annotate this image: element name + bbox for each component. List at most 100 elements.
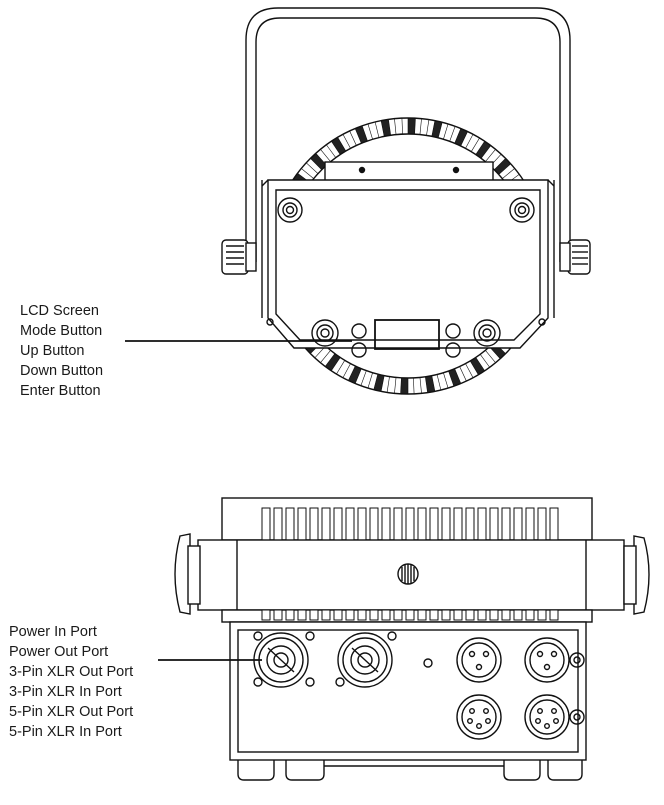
heatsink-fin <box>309 609 319 621</box>
control-panel-plate <box>267 179 549 349</box>
heatsink-fin <box>477 507 487 541</box>
heatsink-tooth <box>431 120 443 139</box>
connector-panel <box>229 621 587 761</box>
tilt-lock-knob <box>397 563 419 585</box>
heatsink-fin <box>333 507 343 541</box>
heatsink-fin <box>501 609 511 621</box>
callout-label: Down Button <box>20 363 104 379</box>
heatsink-fin <box>549 507 559 541</box>
heatsink-fin <box>465 609 475 621</box>
callout-label: 3-Pin XLR In Port <box>9 684 122 700</box>
heatsink-fin <box>489 609 499 621</box>
heatsink-fin <box>393 609 403 621</box>
mounting-screw <box>509 197 535 223</box>
heatsink-tooth <box>443 123 456 142</box>
top-callout-labels: LCD Screen Mode Button Up Button Down Bu… <box>20 301 103 401</box>
callout-label: 5-Pin XLR In Port <box>9 724 122 740</box>
heatsink-fin <box>453 609 463 621</box>
heatsink-fin <box>525 609 535 621</box>
5-pin-xlr-in-port <box>524 694 585 740</box>
heatsink-fin <box>357 507 367 541</box>
3-pin-xlr-in-port <box>524 637 585 683</box>
callout-label: 5-Pin XLR Out Port <box>9 704 134 720</box>
heatsink-fin <box>261 507 271 541</box>
callout-label: 3-Pin XLR Out Port <box>9 664 134 680</box>
heatsink-fin <box>261 609 271 621</box>
heatsink-fin <box>297 507 307 541</box>
heatsink-fin <box>381 609 391 621</box>
heatsink-fin <box>501 507 511 541</box>
heatsink-tooth <box>373 373 385 392</box>
right-side-knob <box>623 535 650 615</box>
heatsink-tooth <box>394 117 403 135</box>
mounting-screw <box>473 319 501 347</box>
top-view-fixture <box>125 7 591 395</box>
bottom-view-fixture <box>158 497 650 781</box>
callout-label: Up Button <box>20 343 85 359</box>
heatsink-tooth <box>380 119 392 137</box>
heatsink-fin <box>381 507 391 541</box>
heatsink-fin <box>549 609 559 621</box>
heatsink-fin <box>441 507 451 541</box>
heatsink-fin <box>417 507 427 541</box>
heatsink-fin <box>345 609 355 621</box>
yoke-bracket <box>245 7 571 262</box>
heatsink-fin <box>513 507 523 541</box>
heatsink-fin <box>297 609 307 621</box>
callout-label: Power In Port <box>9 624 97 640</box>
lcd-screen <box>374 319 440 350</box>
callout-label: Power Out Port <box>9 644 109 660</box>
heatsink-fin <box>429 507 439 541</box>
bottom-callout-labels: Power In Port Power Out Port 3-Pin XLR O… <box>9 622 133 742</box>
heatsink-fin <box>453 507 463 541</box>
heatsink-fin <box>285 507 295 541</box>
heatsink-tooth <box>367 121 380 140</box>
left-side-knob <box>174 533 201 615</box>
heatsink-fins <box>261 507 559 541</box>
callout-label: Mode Button <box>20 323 103 339</box>
heatsink-fin <box>465 507 475 541</box>
heatsink-fin <box>369 609 379 621</box>
heatsink-fin <box>513 609 523 621</box>
heatsink-fin <box>405 609 415 621</box>
heatsink-tooth <box>436 372 449 391</box>
left-yoke-knob <box>221 239 257 275</box>
heatsink-fin <box>537 507 547 541</box>
heatsink-fin <box>525 507 535 541</box>
heatsink-fin <box>417 609 427 621</box>
heatsink-tooth <box>400 377 409 395</box>
heatsink-fin <box>345 507 355 541</box>
heatsink-fin <box>429 609 439 621</box>
right-yoke-knob <box>559 239 591 275</box>
heatsink-fin <box>333 609 343 621</box>
heatsink-fin <box>369 507 379 541</box>
callout-label: LCD Screen <box>20 303 99 319</box>
heatsink-fin <box>273 507 283 541</box>
power-out-port <box>337 632 393 688</box>
mode-button <box>351 323 367 339</box>
heatsink-fin <box>489 507 499 541</box>
3-pin-xlr-out-port <box>456 637 502 683</box>
5-pin-xlr-out-port <box>456 694 502 740</box>
mounting-screw <box>277 197 303 223</box>
heatsink-fin <box>441 609 451 621</box>
feet <box>237 760 583 781</box>
callout-label: Enter Button <box>20 383 101 399</box>
heatsink-fin <box>537 609 547 621</box>
heatsink-fin <box>273 609 283 621</box>
heatsink-fin <box>357 609 367 621</box>
down-button <box>445 323 461 339</box>
heatsink-fin <box>405 507 415 541</box>
heatsink-tooth <box>360 370 373 389</box>
heatsink-fin <box>285 609 295 621</box>
heatsink-tooth <box>413 377 422 395</box>
heatsink-tooth <box>407 117 416 135</box>
heatsink-fin <box>309 507 319 541</box>
heatsink-fin <box>393 507 403 541</box>
heatsink-tooth <box>419 118 430 136</box>
enter-button <box>445 342 461 358</box>
heatsink-fin <box>477 609 487 621</box>
heatsink-tooth <box>386 376 397 394</box>
up-button <box>351 342 367 358</box>
